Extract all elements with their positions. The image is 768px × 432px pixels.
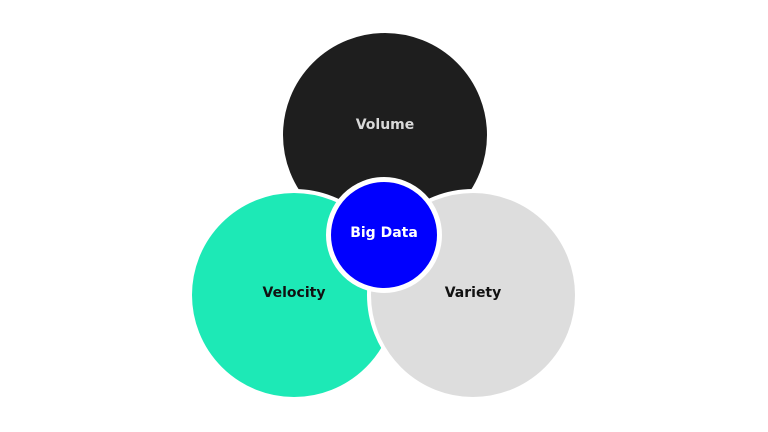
variety-label: Variety — [444, 285, 502, 301]
velocity-label: Velocity — [262, 285, 326, 301]
big-data-circle: Big Data — [326, 177, 442, 293]
big-data-label: Big Data — [350, 225, 418, 241]
volume-label: Volume — [355, 117, 415, 133]
velocity-circle: Velocity — [188, 189, 400, 401]
